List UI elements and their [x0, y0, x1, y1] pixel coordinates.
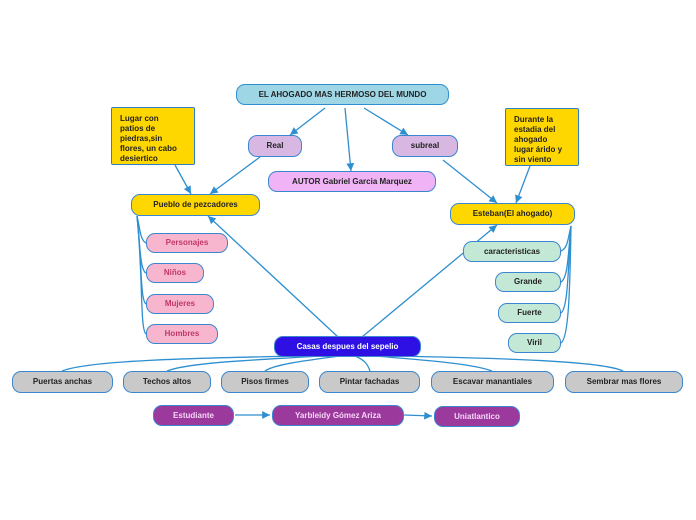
edge-pueblo-hombres [136, 215, 147, 335]
pueblo-node[interactable]: Pueblo de pezcadores [131, 194, 260, 216]
note-left[interactable]: Lugar con patios de piedras,sin flores, … [111, 107, 195, 165]
esteban-item-viril[interactable]: Viril [508, 333, 561, 353]
caracteristicas-node[interactable]: caracteristicas [463, 241, 561, 262]
edge-casas-sembrar [394, 355, 624, 372]
footer-estudiante[interactable]: Estudiante [153, 405, 234, 426]
edge-note-right-esteban [515, 165, 531, 204]
edge-title-subreal [363, 107, 409, 136]
edge-casas-escavar [374, 355, 493, 372]
casas-item-pintar[interactable]: Pintar fachadas [319, 371, 420, 393]
esteban-node[interactable]: Esteban(El ahogado) [450, 203, 575, 225]
casas-item-pisos[interactable]: Pisos firmes [221, 371, 309, 393]
casas-item-puertas[interactable]: Puertas anchas [12, 371, 113, 393]
edge-casas-pintar [354, 355, 371, 372]
casas-item-techos[interactable]: Techos altos [123, 371, 211, 393]
footer-uniatlantico[interactable]: Uniatlantico [434, 406, 520, 427]
title-node[interactable]: EL AHOGADO MAS HERMOSO DEL MUNDO [236, 84, 449, 105]
real-node[interactable]: Real [248, 135, 302, 157]
pueblo-item-hombres[interactable]: Hombres [146, 324, 218, 344]
edge-note-left-pueblo [174, 164, 192, 195]
edge-subreal-esteban [442, 159, 498, 204]
pueblo-item-ninos[interactable]: Niños [146, 263, 204, 283]
edge-casas-puertas [61, 355, 301, 372]
esteban-item-fuerte[interactable]: Fuerte [498, 303, 561, 323]
footer-nombre[interactable]: Yarbleidy Gómez Ariza [272, 405, 404, 426]
edge-nombre-uni [403, 411, 433, 420]
edge-title-author [344, 107, 355, 172]
pueblo-item-mujeres[interactable]: Mujeres [146, 294, 214, 314]
note-right[interactable]: Durante la estadia del ahogado lugar ári… [505, 108, 579, 166]
edge-casas-pisos [264, 355, 341, 372]
pueblo-item-personajes[interactable]: Personajes [146, 233, 228, 253]
edge-esteban-viril [560, 225, 572, 344]
edge-real-pueblo [209, 156, 261, 195]
subreal-node[interactable]: subreal [392, 135, 458, 157]
casas-item-sembrar[interactable]: Sembrar mas flores [565, 371, 683, 393]
edge-casas-techos [166, 355, 321, 372]
edge-casas-pueblo [207, 215, 339, 338]
edge-title-real [289, 107, 326, 136]
esteban-item-grande[interactable]: Grande [495, 272, 561, 292]
author-node[interactable]: AUTOR Gabriel Garcia Marquez [268, 171, 436, 192]
casas-node[interactable]: Casas despues del sepelio [274, 336, 421, 357]
casas-item-escavar[interactable]: Escavar manantiales [431, 371, 554, 393]
